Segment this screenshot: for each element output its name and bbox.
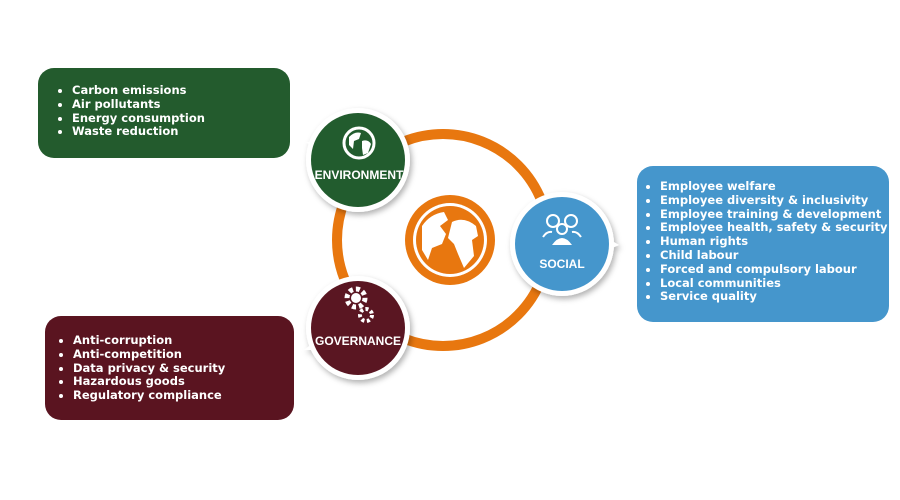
- list-item: Employee diversity & inclusivity: [660, 193, 889, 208]
- globe-icon: [342, 126, 376, 160]
- list-item: Employee health, safety & security: [660, 221, 889, 235]
- list-item: Anti-competition: [73, 347, 294, 362]
- governance-node[interactable]: [304, 276, 410, 380]
- list-item: Waste reduction: [72, 125, 290, 139]
- list-item: Service quality: [660, 290, 889, 304]
- list-item: Employee welfare: [660, 179, 889, 194]
- list-item: Human rights: [660, 234, 889, 249]
- governance-box: Anti-corruption Anti-competition Data pr…: [45, 316, 294, 420]
- list-item: Anti-corruption: [73, 333, 294, 348]
- center-globe-icon: [405, 195, 495, 285]
- governance-label: GOVERNANCE: [315, 334, 401, 348]
- environment-box: Carbon emissions Air pollutants Energy c…: [38, 68, 290, 158]
- list-item: Carbon emissions: [72, 83, 290, 98]
- social-box: Employee welfare Employee diversity & in…: [637, 166, 889, 322]
- gears-icon: [344, 286, 374, 323]
- list-item: Employee training & development: [660, 207, 889, 222]
- environment-label: ENVIRONMENT: [315, 168, 404, 182]
- list-item: Forced and compulsory labour: [660, 262, 889, 277]
- social-label: SOCIAL: [539, 257, 584, 271]
- list-item: Local communities: [660, 276, 889, 291]
- people-icon: [542, 214, 582, 245]
- environment-node[interactable]: [306, 108, 410, 212]
- list-item: Air pollutants: [72, 97, 290, 112]
- list-item: Regulatory compliance: [73, 388, 294, 403]
- list-item: Hazardous goods: [73, 375, 294, 389]
- list-item: Data privacy & security: [73, 361, 294, 376]
- list-item: Child labour: [660, 248, 889, 263]
- list-item: Energy consumption: [72, 111, 290, 126]
